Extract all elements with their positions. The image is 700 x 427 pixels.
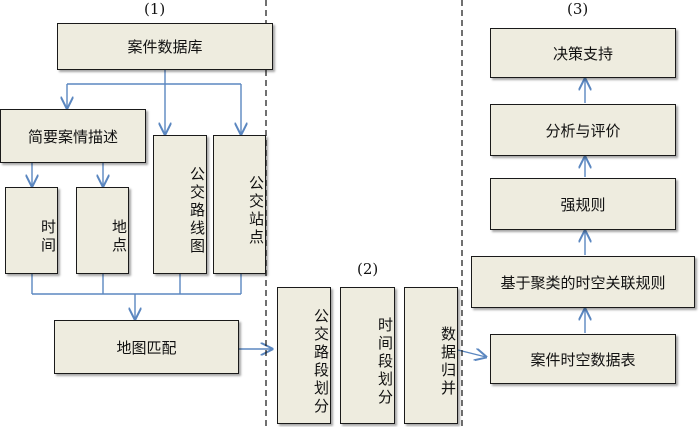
- map-matching-box: 地图匹配: [54, 320, 239, 374]
- bus-segment-division-box: 公交路段划分: [277, 287, 331, 424]
- case-spatiotemporal-table-box: 案件时空数据表: [490, 334, 676, 384]
- case-database-box: 案件数据库: [57, 23, 273, 70]
- strong-rules-box: 强规则: [490, 178, 676, 230]
- analysis-evaluation-box: 分析与评价: [490, 104, 676, 156]
- section-label-1: (1): [144, 0, 166, 18]
- decision-support-box: 决策支持: [490, 28, 676, 78]
- section-label-2: (2): [357, 260, 379, 278]
- time-box: 时间: [5, 187, 58, 274]
- bus-stop-box: 公交站点: [213, 135, 266, 274]
- bus-route-map-box: 公交路线图: [153, 135, 207, 274]
- arrow-to-stage3: [457, 350, 486, 357]
- place-box: 地点: [76, 187, 129, 274]
- brief-case-description-box: 简要案情描述: [0, 109, 146, 163]
- cluster-spatiotemporal-rules-box: 基于聚类的时空关联规则: [471, 256, 695, 308]
- time-period-division-box: 时间段划分: [340, 287, 395, 424]
- data-merge-box: 数据归并: [404, 287, 458, 424]
- section-label-3: (3): [567, 0, 589, 18]
